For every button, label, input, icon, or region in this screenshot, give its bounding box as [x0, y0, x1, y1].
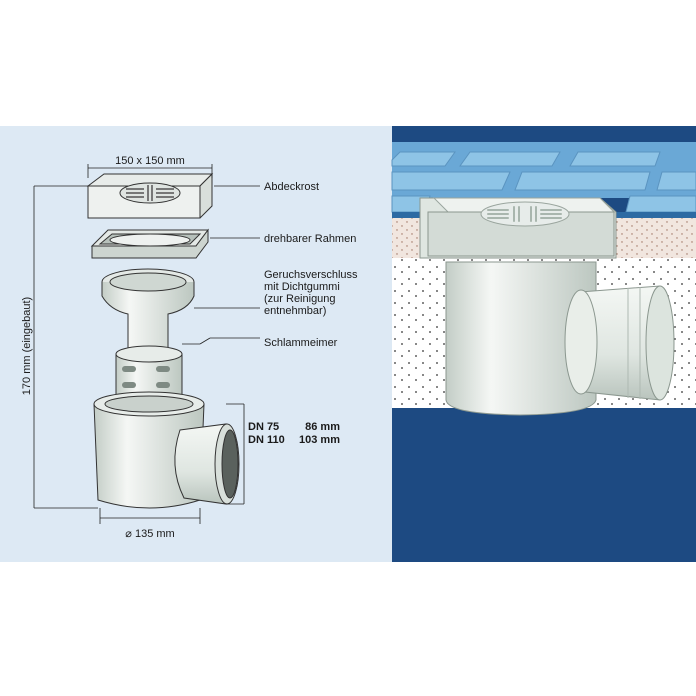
dim-top-label: 150 x 150 mm [115, 155, 185, 167]
trap-part [101, 268, 195, 358]
dim-height-label: 170 mm (eingebaut) [21, 297, 33, 395]
exploded-view [86, 172, 240, 509]
installed-view [391, 142, 696, 562]
label-frame: drehbarer Rahmen [264, 233, 356, 245]
installed-drain-body [445, 261, 597, 416]
concrete-slab [392, 408, 696, 562]
dn-75-label: DN 75 [248, 421, 279, 433]
label-trap-2: mit Dichtgummi [264, 281, 340, 293]
dn-110-size: 103 mm [299, 434, 340, 446]
label-trap-4: entnehmbar) [264, 305, 326, 317]
dn-75-size: 86 mm [305, 421, 340, 433]
frame-part [90, 228, 209, 259]
dn-110-label: DN 110 [248, 434, 285, 446]
installed-grate [480, 201, 570, 227]
label-trap-3: (zur Reinigung [264, 293, 336, 305]
label-grate: Abdeckrost [264, 181, 319, 193]
label-bucket: Schlammeimer [264, 337, 338, 349]
label-trap-1: Geruchsverschluss [264, 269, 358, 281]
drain-body-part [93, 391, 240, 509]
dim-bottom-label: ⌀ 135 mm [125, 528, 174, 540]
dimension-lines [33, 164, 260, 524]
installed-outlet-pipe [564, 285, 675, 401]
grate-part [86, 172, 214, 219]
